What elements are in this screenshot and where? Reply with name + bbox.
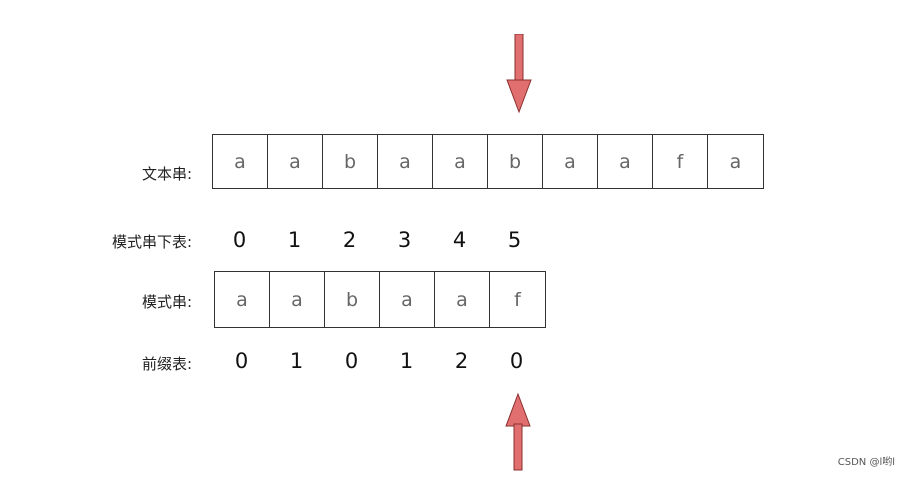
- prefix-table-value: 0: [234, 349, 249, 373]
- prefix-table-value: 1: [399, 349, 414, 373]
- mismatch-arrow-up-icon: [505, 392, 531, 471]
- text-char-cell: a: [213, 135, 268, 188]
- pattern-char-cell: f: [514, 288, 521, 311]
- prefix-table-row: 0 1 0 1 2 0: [214, 349, 544, 373]
- pattern-index-value: 3: [397, 228, 412, 252]
- text-char-cell: b: [323, 135, 378, 188]
- pattern-char-cell: a: [435, 272, 490, 327]
- text-char-cell: a: [268, 135, 323, 188]
- pattern-string-row: a a b a a f: [214, 271, 546, 328]
- prefix-table-value: 2: [454, 349, 469, 373]
- text-char-cell: b: [488, 135, 543, 188]
- text-char-cell: a: [598, 135, 653, 188]
- pattern-string-label: 模式串:: [141, 293, 192, 311]
- pattern-index-row: 0 1 2 3 4 5: [212, 228, 542, 252]
- pattern-index-value: 5: [507, 228, 522, 252]
- watermark: CSDN @l哟l: [837, 457, 895, 468]
- pattern-char-cell: b: [325, 272, 380, 327]
- pattern-char-cell: a: [270, 272, 325, 327]
- prefix-table-value: 0: [344, 349, 359, 373]
- text-char-cell: f: [653, 135, 708, 188]
- prefix-table-value: 1: [289, 349, 304, 373]
- text-char-cell: a: [378, 135, 433, 188]
- pattern-index-value: 2: [342, 228, 357, 252]
- prefix-table-label: 前缀表:: [141, 355, 192, 373]
- text-string-label: 文本串:: [141, 165, 192, 183]
- pattern-index-value: 1: [287, 228, 302, 252]
- pattern-index-label: 模式串下表:: [111, 233, 192, 251]
- mismatch-arrow-down-icon: [506, 34, 532, 114]
- text-char-cell: a: [543, 135, 598, 188]
- text-string-row: a a b a a b a a f a: [212, 134, 764, 189]
- text-char-cell: a: [433, 135, 488, 188]
- pattern-index-value: 0: [232, 228, 247, 252]
- pattern-char-cell: a: [380, 272, 435, 327]
- pattern-char-cell: a: [215, 272, 270, 327]
- text-char-cell: a: [729, 150, 742, 173]
- prefix-table-value: 0: [509, 349, 524, 373]
- pattern-index-value: 4: [452, 228, 467, 252]
